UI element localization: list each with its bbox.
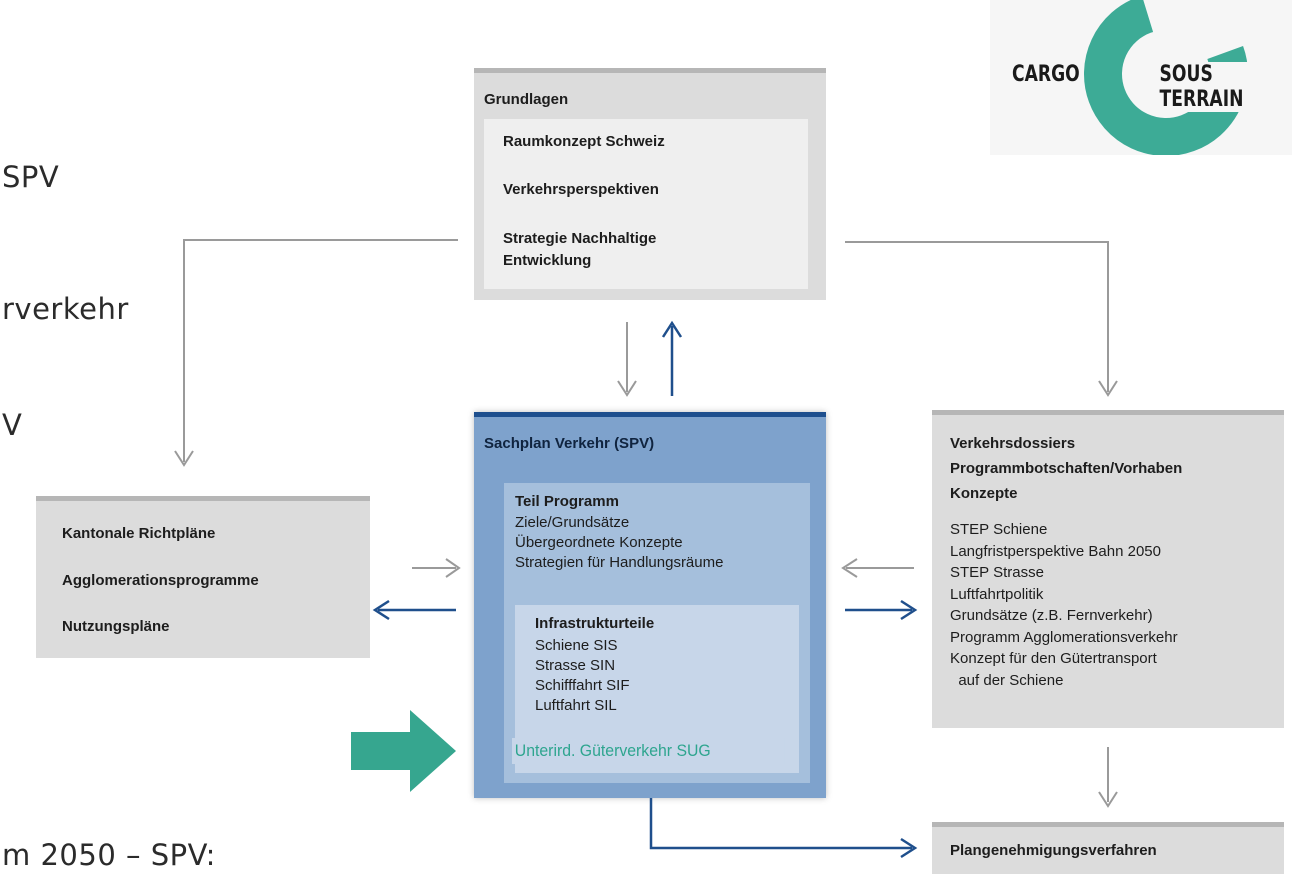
grundlagen-item-raumkonzept: Raumkonzept Schweiz — [503, 133, 665, 150]
dossier-item: Grundsätze (z.B. Fernverkehr) — [950, 607, 1153, 624]
infra-items: Schiene SIS Strasse SIN Schifffahrt SIF … — [535, 636, 630, 716]
dossier-item: STEP Schiene — [950, 521, 1048, 538]
arrow-head-plangenehmigung — [900, 837, 918, 859]
arrow-head-kantonal-spv — [445, 558, 461, 578]
arrow-head-dossiers — [1098, 380, 1118, 397]
cargo-sous-terrain-logo: CARGO SOUS TERRAIN — [990, 0, 1292, 156]
programm-item: Strategien für Handlungsräume — [515, 554, 724, 571]
dossier-item: auf der Schiene — [950, 671, 1064, 689]
dossier-item: Langfristperspektive Bahn 2050 — [950, 542, 1161, 560]
programm-item: Übergeordnete Konzepte — [515, 534, 683, 551]
grundlagen-title: Grundlagen — [484, 91, 569, 108]
grundlagen-item-strategie-2: Entwicklung — [503, 252, 592, 269]
grundlagen-box: Grundlagen Raumkonzept Schweiz Verkehrsp… — [474, 68, 826, 300]
arrow-head-dossiers-spv — [841, 558, 858, 578]
highlight-sug-item: Unterird. Güterverkehr SUG — [512, 738, 785, 764]
dossier-item: Konzept für den Gütertransport — [950, 650, 1157, 667]
programm-item: Ziele/Grundsätze — [515, 514, 630, 531]
dossier-title-3: Konzepte — [950, 485, 1018, 502]
sachplan-title: Sachplan Verkehr (SPV) — [484, 435, 655, 452]
arrow-grundlagen-to-kantonal — [183, 239, 458, 462]
sachplan-verkehr-box: Sachplan Verkehr (SPV) Teil Programm Zie… — [474, 412, 826, 798]
arrow-head-plangenehmigung-down — [1098, 791, 1118, 808]
plangenehmigung-box: Plangenehmigungsverfahren — [932, 822, 1284, 874]
logo-right-word: SOUS TERRAIN — [1158, 62, 1263, 112]
kantonal-item-nutzung: Nutzungspläne — [62, 618, 170, 635]
kantonal-item-richtplaene: Kantonale Richtpläne — [62, 525, 216, 542]
arrow-grundlagen-to-dossiers — [845, 241, 1109, 392]
logo-left-word: CARGO — [1012, 62, 1080, 87]
dossier-item: STEP Strasse — [950, 564, 1044, 581]
arrow-head-spv-up — [661, 320, 683, 338]
plangenehmigung-title: Plangenehmigungsverfahren — [950, 842, 1157, 859]
infra-item: Schifffahrt SIF — [535, 677, 630, 694]
logo-ring-icon — [1084, 0, 1248, 156]
bg-text-v: V — [2, 408, 23, 442]
programm-title: Teil Programm — [515, 493, 619, 510]
dossier-item: Programm Agglomerationsverkehr — [950, 628, 1178, 646]
infra-item: Schiene SIS — [535, 637, 618, 654]
bg-text-spv: SPV — [2, 160, 60, 194]
infra-item: Strasse SIN — [535, 657, 616, 674]
kantonal-box: Kantonale Richtpläne Agglomerationsprogr… — [36, 496, 370, 658]
bg-text-2050-spv: m 2050 – SPV: — [2, 838, 216, 872]
verkehrsdossiers-box: Verkehrsdossiers Programmbotschaften/Vor… — [932, 410, 1284, 728]
dossier-title-2: Programmbotschaften/Vorhaben — [950, 460, 1183, 477]
pointer-arrow-icon — [351, 710, 456, 792]
programm-items: Ziele/Grundsätze Übergeordnete Konzepte … — [515, 513, 723, 573]
dossier-title-1: Verkehrsdossiers — [950, 435, 1076, 452]
dossier-items: STEP Schiene Langfristperspektive Bahn 2… — [950, 519, 1178, 691]
dossier-item: Luftfahrtpolitik — [950, 585, 1044, 603]
infra-item: Luftfahrt SIL — [535, 697, 617, 714]
grundlagen-inner-panel: Raumkonzept Schweiz Verkehrsperspektiven… — [484, 119, 808, 289]
kantonal-item-agglomeration: Agglomerationsprogramme — [62, 572, 259, 589]
grundlagen-item-verkehrsperspektiven: Verkehrsperspektiven — [503, 181, 659, 198]
grundlagen-item-strategie-1: Strategie Nachhaltige — [503, 230, 657, 247]
arrow-head-kantonal — [174, 450, 194, 467]
arrow-spv-to-plangenehmigung — [649, 798, 912, 850]
arrow-head-spv-kantonal — [372, 599, 390, 621]
arrow-head-spv-down — [617, 380, 637, 397]
bg-text-rverkehr: rverkehr — [2, 292, 129, 326]
infra-title: Infrastrukturteile — [535, 615, 655, 632]
arrow-head-spv-dossiers — [900, 599, 918, 621]
